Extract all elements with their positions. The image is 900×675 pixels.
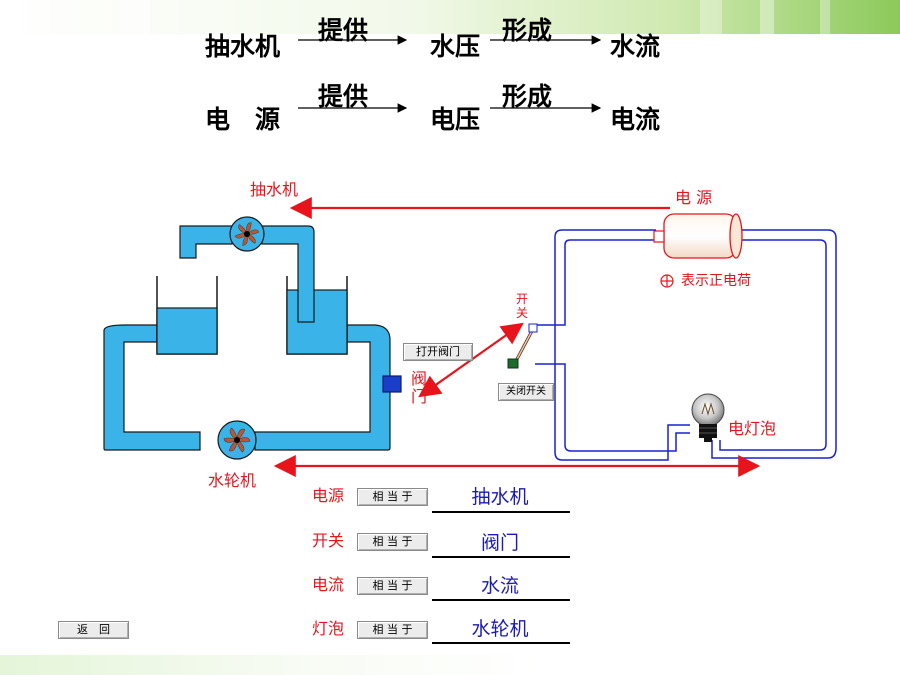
wire-outer <box>554 229 690 461</box>
charge-legend-label: 表示正电荷 <box>681 273 751 289</box>
chain-verb-form-1: 形成 <box>502 16 553 45</box>
battery-icon <box>653 213 743 259</box>
upper-pipe <box>179 225 233 259</box>
positive-charge-icon <box>660 274 674 288</box>
chain-power-source: 电 源 <box>205 105 281 134</box>
valve-block[interactable] <box>382 375 402 393</box>
turbine-icon <box>217 420 257 460</box>
chain-voltage: 电压 <box>430 105 481 134</box>
lower-pipe-loop <box>103 324 201 451</box>
chain-water-flow: 水流 <box>610 32 661 61</box>
close-switch-button[interactable]: 关闭开关 <box>498 383 554 401</box>
valve-label: 阀门 <box>410 369 427 407</box>
power-source-label: 电 源 <box>675 188 713 207</box>
eq-reveal-button-1[interactable]: 相 当 于 <box>357 488 428 506</box>
eq-term-power: 电源 <box>312 486 345 505</box>
eq-underline-3 <box>432 599 570 601</box>
open-valve-button[interactable]: 打开阀门 <box>403 343 473 361</box>
eq-term-switch: 开关 <box>312 531 345 550</box>
right-tank-water <box>286 289 348 355</box>
back-button[interactable]: 返 回 <box>58 621 129 639</box>
bottom-banner-decoration <box>0 655 900 675</box>
wire-inner <box>535 239 690 452</box>
chain-verb-provide-1: 提供 <box>318 16 369 45</box>
eq-answer-2: 阀门 <box>480 532 519 554</box>
eq-term-current: 电流 <box>312 575 345 594</box>
eq-term-bulb: 灯泡 <box>312 619 345 638</box>
chain-water-pressure: 水压 <box>430 32 481 61</box>
chain-arrows <box>298 35 602 113</box>
wire-right-inner <box>719 239 827 451</box>
eq-answer-4: 水轮机 <box>471 618 529 640</box>
pump-label: 抽水机 <box>250 180 299 199</box>
pump-icon <box>229 216 265 252</box>
eq-reveal-button-2[interactable]: 相 当 于 <box>357 533 428 551</box>
lower-pipe-bottom <box>254 324 391 451</box>
eq-answer-3: 水流 <box>480 575 519 597</box>
chain-current: 电流 <box>610 105 661 134</box>
switch-label: 开关 <box>515 292 528 321</box>
eq-underline-1 <box>432 511 570 513</box>
chain-verb-provide-2: 提供 <box>318 82 369 111</box>
bulb-icon <box>691 393 725 442</box>
left-tank-water <box>156 307 218 355</box>
eq-reveal-button-4[interactable]: 相 当 于 <box>357 621 428 639</box>
chain-pump: 抽水机 <box>205 32 281 61</box>
wire-right-outer <box>711 229 837 459</box>
upper-pipe-right <box>261 225 315 323</box>
water-system <box>103 225 402 451</box>
chain-verb-form-2: 形成 <box>502 82 553 111</box>
turbine-label: 水轮机 <box>208 471 257 490</box>
electric-wires <box>535 229 837 461</box>
bulb-label: 电灯泡 <box>728 419 777 438</box>
top-banner-decoration <box>0 0 900 34</box>
eq-underline-2 <box>432 556 570 558</box>
eq-answer-1: 抽水机 <box>471 486 529 508</box>
eq-reveal-button-3[interactable]: 相 当 于 <box>357 577 428 595</box>
eq-underline-4 <box>432 642 570 644</box>
